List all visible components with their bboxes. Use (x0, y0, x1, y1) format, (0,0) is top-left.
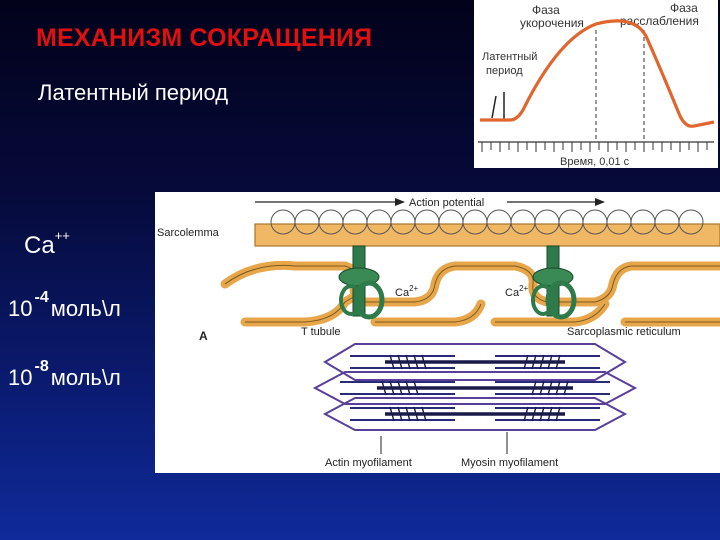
twitch-graph-svg: Фаза укорочения Фаза расслабления Латент… (478, 1, 715, 168)
t-tubule-left (338, 245, 385, 320)
reticulum-lower (240, 291, 720, 327)
t-tubule-right (531, 245, 577, 320)
ca-left-charge: 2+ (409, 284, 418, 293)
calcium-ion-label: Ca++ (24, 228, 70, 260)
ec-diagram-svg: Action potential Sarcolemma (157, 197, 720, 469)
myosin-filaments (377, 360, 573, 416)
muscle-twitch-graph: Фаза укорочения Фаза расслабления Латент… (474, 0, 718, 168)
ca-right-base: Ca (505, 287, 520, 299)
conc-exponent: -4 (34, 289, 49, 306)
sarcolemma-label: Sarcolemma (157, 227, 220, 239)
stimulus-mark (491, 95, 497, 119)
myosin-label: Myosin myofilament (461, 457, 558, 469)
myofibril-boxes (312, 343, 638, 431)
concentration-high: 10-4моль\л (8, 289, 121, 322)
label-relaxation-1: Фаза (670, 1, 698, 15)
actin-label: Actin myofilament (325, 457, 412, 469)
conc-base: 10 (8, 296, 33, 321)
excitation-contraction-diagram: Action potential Sarcolemma (155, 192, 720, 473)
label-shortening-2: укорочения (520, 16, 584, 30)
slide-subtitle: Латентный период (38, 80, 229, 105)
concentration-low: 10-8моль\л (8, 358, 121, 391)
ca-label-right: Ca2+ (505, 284, 529, 299)
sr-label: Sarcoplasmic reticulum (567, 326, 681, 338)
time-axis-ticks (481, 142, 708, 152)
reticulum-lower-outline (245, 295, 720, 323)
sarcolemma-band (254, 223, 720, 247)
slide-title: МЕХАНИЗМ СОКРАЩЕНИЯ (36, 24, 373, 52)
twitch-curve (480, 19, 715, 128)
myosin-heads (381, 354, 569, 422)
ca-right-charge: 2+ (519, 284, 528, 293)
label-latent-2: период (486, 65, 523, 77)
actin-filaments (340, 355, 610, 421)
sarcolemma-current-loops (270, 209, 704, 235)
conc-unit: моль\л (50, 365, 121, 390)
conc-base: 10 (8, 365, 33, 390)
label-latent-1: Латентный (482, 51, 537, 63)
t-tubule-label: T tubule (301, 326, 341, 338)
ap-arrow-head-left (395, 198, 405, 206)
label-shortening-1: Фаза (532, 3, 560, 17)
time-axis-label: Время, 0,01 с (560, 156, 630, 168)
conc-unit: моль\л (50, 296, 121, 321)
ca-left-base: Ca (395, 287, 410, 299)
conc-exponent: -8 (34, 358, 49, 375)
ca-label-left: Ca2+ (395, 284, 419, 299)
action-potential-label: Action potential (409, 197, 484, 209)
reticulum-upper-outline (224, 264, 720, 303)
reticulum-upper (220, 260, 720, 307)
label-relaxation-2: расслабления (620, 14, 699, 28)
ap-arrow-head-right (595, 198, 605, 206)
ion-charge: ++ (54, 228, 70, 243)
panel-letter: A (199, 329, 208, 343)
ion-base: Ca (24, 232, 55, 259)
